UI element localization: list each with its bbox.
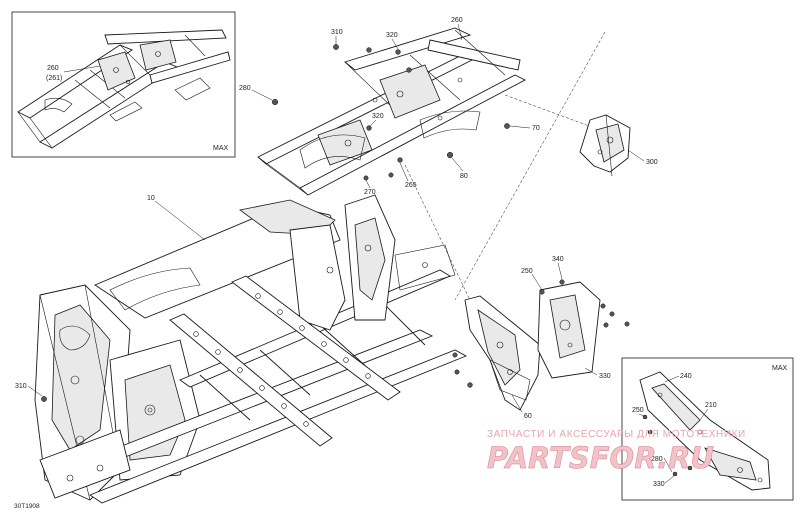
callout-inset-280: 280 xyxy=(651,456,663,463)
main-frame xyxy=(34,194,468,504)
callout-270: 270 xyxy=(364,189,376,196)
callout-330: 330 xyxy=(599,373,611,380)
callout-inset-330: 330 xyxy=(653,481,665,488)
watermark-logo: PARTSFOR.RU xyxy=(487,441,714,475)
inset-right-tag: MAX xyxy=(772,365,788,372)
inset-max-rear-frame: 260 (261) MAX xyxy=(11,11,236,158)
figure-code: 30T1908 xyxy=(14,503,40,510)
callout-260-top: 260 xyxy=(451,17,463,24)
callout-10: 10 xyxy=(147,195,155,202)
dashed-connector-upper xyxy=(454,31,606,301)
inset-left-border xyxy=(11,11,236,158)
watermark: ЗАПЧАСТИ И АКСЕССУАРЫ ДЛЯ МОТОТЕХНИКИ PA… xyxy=(487,429,746,475)
callout-250: 250 xyxy=(521,268,533,275)
leader-inset-left xyxy=(63,65,101,73)
bracket-60: 60 xyxy=(464,295,541,420)
skid-rail-left xyxy=(169,313,333,447)
callout-265: 265 xyxy=(405,182,417,189)
callout-inset-left-part-alt: (261) xyxy=(46,75,62,82)
inset-right-border xyxy=(621,357,794,501)
fasteners-upper xyxy=(271,44,510,181)
callout-310-left: 310 xyxy=(15,383,27,390)
fastener-310-left xyxy=(41,396,47,402)
rear-subframe xyxy=(257,27,526,196)
callout-inset-240: 240 xyxy=(680,373,692,380)
inset-max-front-bracket: MAX 240 210 250 280 330 xyxy=(621,357,794,501)
callouts-main: 10 310 xyxy=(15,195,206,402)
callout-inset-left-part: 260 xyxy=(47,65,59,72)
callout-inset-250: 250 xyxy=(632,407,644,414)
callout-300: 300 xyxy=(646,159,658,166)
callout-inset-210: 210 xyxy=(705,402,717,409)
inset-left-tag: MAX xyxy=(213,145,229,152)
callout-320-mid: 320 xyxy=(372,113,384,120)
plate-330: 330 xyxy=(537,281,611,380)
callout-310-top: 310 xyxy=(331,29,343,36)
watermark-tagline: ЗАПЧАСТИ И АКСЕССУАРЫ ДЛЯ МОТОТЕХНИКИ xyxy=(487,429,746,440)
callout-80: 80 xyxy=(460,173,468,180)
callouts-mid: 340 250 xyxy=(521,256,564,291)
callout-70: 70 xyxy=(532,125,540,132)
inset-left-rails xyxy=(17,29,231,149)
skid-rail-right xyxy=(231,275,401,401)
callout-280: 280 xyxy=(239,85,251,92)
callout-340: 340 xyxy=(552,256,564,263)
bracket-300: 300 xyxy=(579,114,658,177)
callout-60: 60 xyxy=(524,413,532,420)
dashed-connector-300 xyxy=(504,94,601,131)
callout-320: 320 xyxy=(386,32,398,39)
fasteners-mid xyxy=(452,279,630,388)
callouts-upper: 310 320 260 280 320 70 265 270 80 xyxy=(239,17,540,196)
